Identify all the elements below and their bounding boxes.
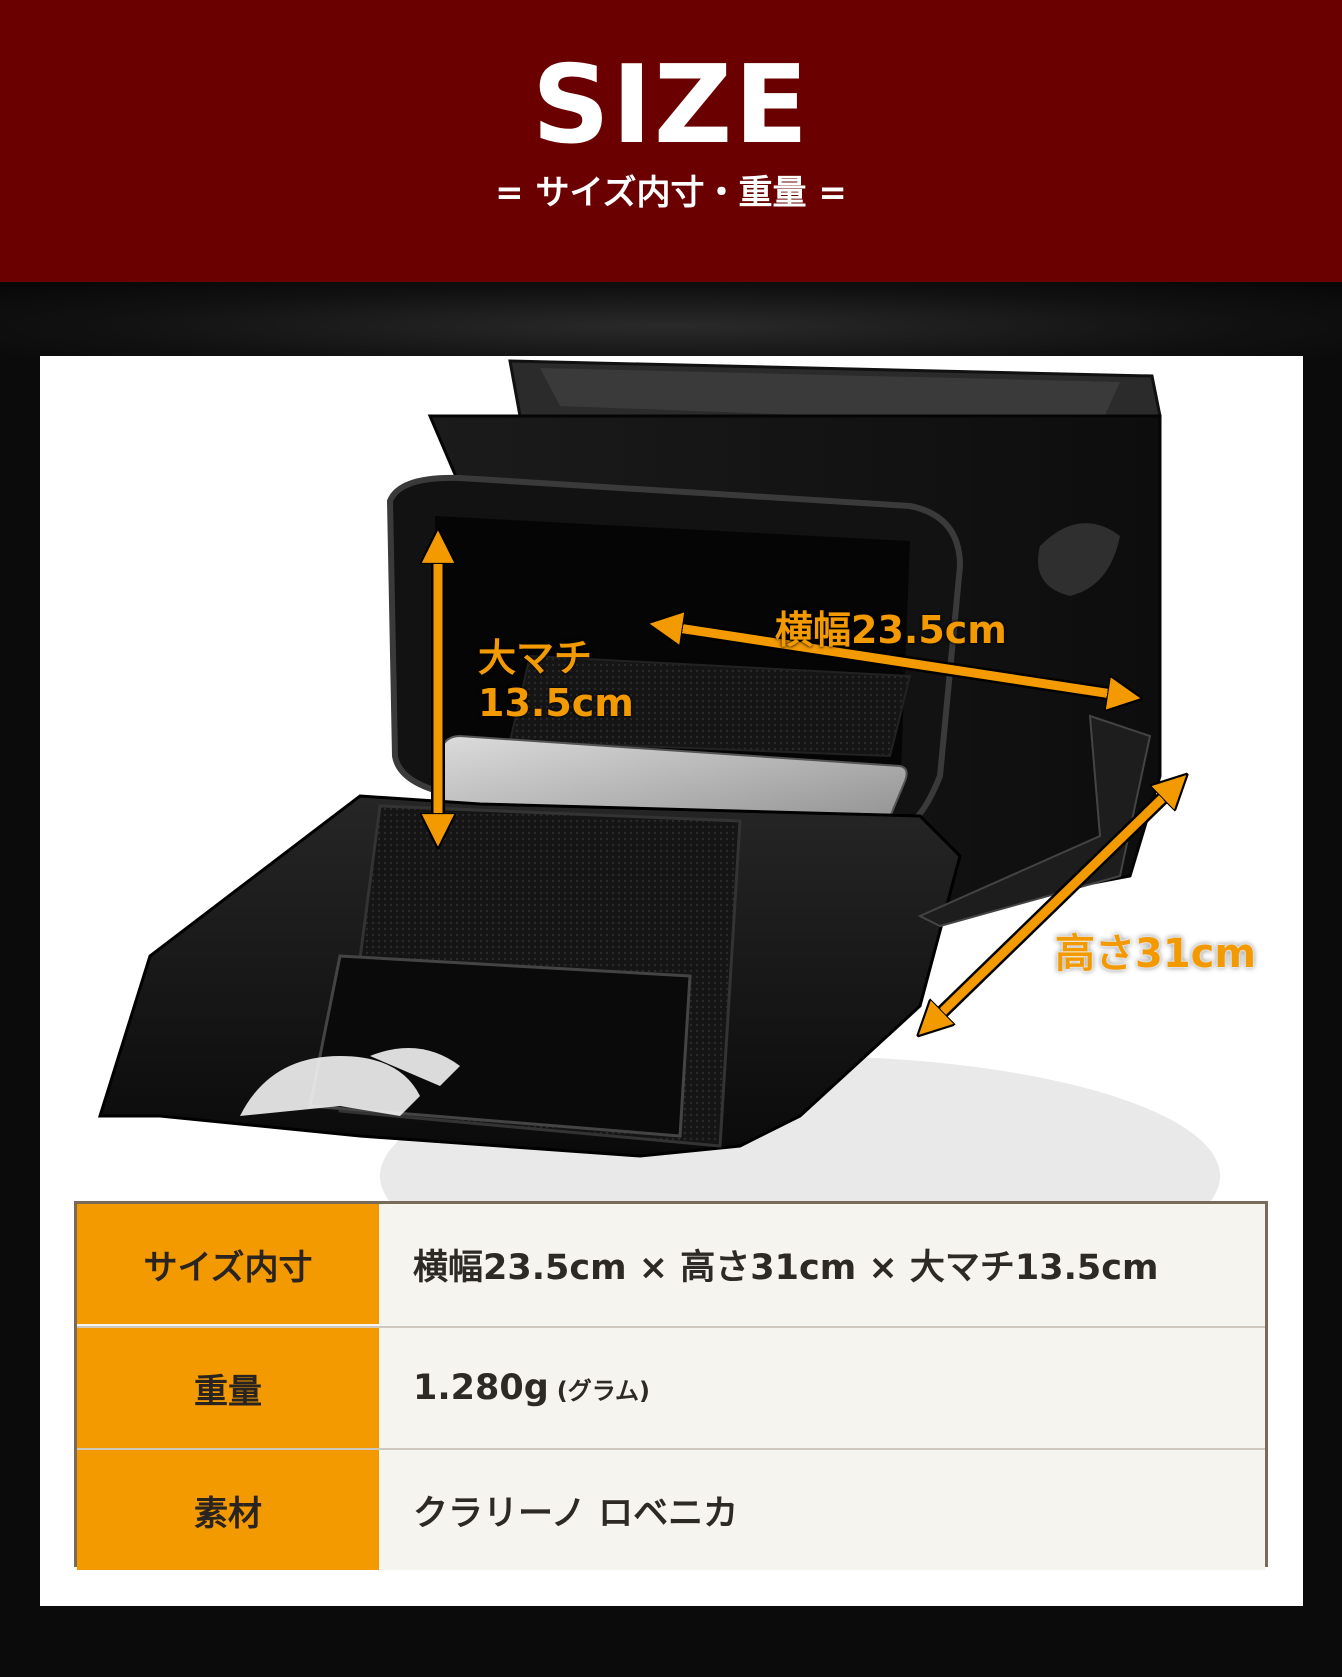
- depth-label-line1: 大マチ: [478, 636, 593, 680]
- spec-value: 横幅23.5cm × 高さ31cm × 大マチ13.5cm: [379, 1204, 1265, 1324]
- spec-value-unit: (グラム): [556, 1376, 650, 1405]
- width-label: 横幅23.5cm: [775, 608, 1007, 652]
- depth-label-line2: 13.5cm: [478, 680, 634, 725]
- product-panel: 横幅23.5cm 大マチ 13.5cm 高さ31cm: [40, 356, 1303, 1606]
- spec-key: サイズ内寸: [77, 1204, 379, 1324]
- spec-value: 1.280g: [413, 1368, 549, 1408]
- spec-value: クラリーノ ロベニカ: [379, 1450, 1265, 1570]
- table-row: サイズ内寸 横幅23.5cm × 高さ31cm × 大マチ13.5cm: [77, 1204, 1265, 1324]
- table-row: 素材 クラリーノ ロベニカ: [77, 1448, 1265, 1570]
- page-title: SIZE: [531, 43, 811, 168]
- dinosaur-print: [240, 1048, 460, 1116]
- height-label: 高さ31cm: [1055, 931, 1257, 977]
- spec-key: 重量: [77, 1328, 379, 1448]
- spec-value-cell: 1.280g (グラム): [379, 1328, 1265, 1448]
- spec-key: 素材: [77, 1450, 379, 1570]
- page-header: SIZE = サイズ内寸・重量 =: [0, 0, 1342, 282]
- page-subtitle: = サイズ内寸・重量 =: [495, 173, 847, 213]
- dark-band: [0, 282, 1342, 356]
- depth-label: 大マチ 13.5cm: [478, 636, 634, 726]
- spec-table: サイズ内寸 横幅23.5cm × 高さ31cm × 大マチ13.5cm 重量 1…: [74, 1201, 1268, 1570]
- table-row: 重量 1.280g (グラム): [77, 1326, 1265, 1448]
